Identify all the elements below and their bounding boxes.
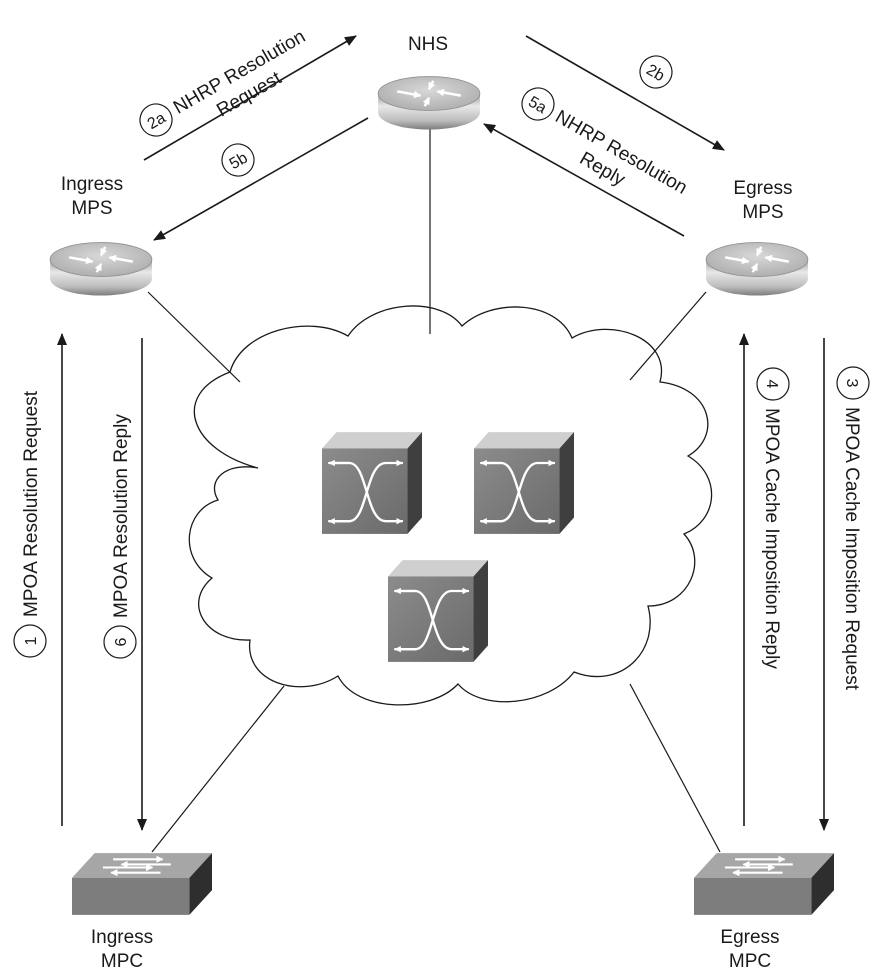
step-3-circle bbox=[836, 366, 870, 400]
link-egress-mps-cloud bbox=[629, 291, 707, 381]
atm-switch-3 bbox=[388, 560, 488, 662]
step-2b-number: 2b bbox=[643, 61, 667, 85]
step-4-group: 4 MPOA Cache Imposition Reply bbox=[756, 367, 790, 669]
egress-mps-label-line2: MPS bbox=[742, 202, 783, 223]
step-5a-group: 5a NHRP Resolution Reply bbox=[521, 87, 691, 199]
step-6-circle bbox=[103, 625, 137, 659]
egress-mps-label-line1: Egress bbox=[733, 178, 792, 199]
step-6-label: MPOA Resolution Reply bbox=[111, 414, 132, 618]
step-5b-circle bbox=[221, 143, 255, 177]
step-1-group: 1 MPOA Resolution Request bbox=[13, 390, 47, 658]
step-1-circle bbox=[13, 624, 47, 658]
step-4-label: MPOA Cache Imposition Reply bbox=[761, 408, 782, 669]
step-5b-group: 5b bbox=[221, 143, 255, 177]
egress-mps-router bbox=[706, 243, 808, 296]
step-2a-circle bbox=[139, 103, 173, 137]
arrow-5a bbox=[483, 123, 685, 237]
step-3-label: MPOA Cache Imposition Request bbox=[841, 407, 862, 691]
ingress-mpc-label-line2: MPC bbox=[101, 951, 143, 972]
step-2b-group: 2b bbox=[639, 55, 673, 89]
arrow-5b bbox=[153, 117, 369, 241]
nhs-router bbox=[378, 77, 480, 130]
step-5a-number: 5a bbox=[525, 93, 549, 117]
egress-mpc-label-line2: MPC bbox=[729, 951, 771, 972]
step-2b-circle bbox=[639, 55, 673, 89]
step-2a-number: 2a bbox=[145, 109, 169, 133]
ingress-mps-label-line2: MPS bbox=[71, 198, 112, 219]
step-4-circle bbox=[756, 367, 790, 401]
step-1-label: MPOA Resolution Request bbox=[21, 390, 42, 617]
step-5b-number: 5b bbox=[227, 149, 251, 173]
atm-cloud bbox=[188, 305, 713, 706]
link-egress-mpc-cloud bbox=[629, 683, 721, 853]
ingress-mpc-label-line1: Ingress bbox=[91, 927, 153, 948]
step-5a-circle bbox=[521, 87, 555, 121]
arrow-2a bbox=[143, 35, 357, 161]
step-1-number: 1 bbox=[23, 636, 40, 645]
ingress-mps-label-line1: Ingress bbox=[61, 174, 123, 195]
step-6-number: 6 bbox=[113, 637, 130, 646]
link-ingress-mpc-cloud bbox=[151, 685, 285, 853]
nhs-label: NHS bbox=[408, 34, 448, 55]
step-6-group: 6 MPOA Resolution Reply bbox=[103, 414, 137, 659]
ingress-mpc-switch bbox=[72, 853, 212, 915]
step-2a-group: 2a NHRP Resolution Request bbox=[139, 26, 309, 137]
egress-mpc-switch bbox=[694, 853, 834, 915]
step-4-number: 4 bbox=[763, 380, 780, 389]
step-3-number: 3 bbox=[843, 379, 860, 388]
link-ingress-mps-cloud bbox=[147, 291, 241, 383]
ingress-mps-router bbox=[50, 243, 152, 296]
arrow-2b bbox=[525, 35, 725, 151]
atm-switch-1 bbox=[322, 432, 422, 534]
atm-switch-2 bbox=[474, 432, 574, 534]
egress-mpc-label-line1: Egress bbox=[720, 927, 779, 948]
step-3-group: 3 MPOA Cache Imposition Request bbox=[836, 366, 870, 691]
